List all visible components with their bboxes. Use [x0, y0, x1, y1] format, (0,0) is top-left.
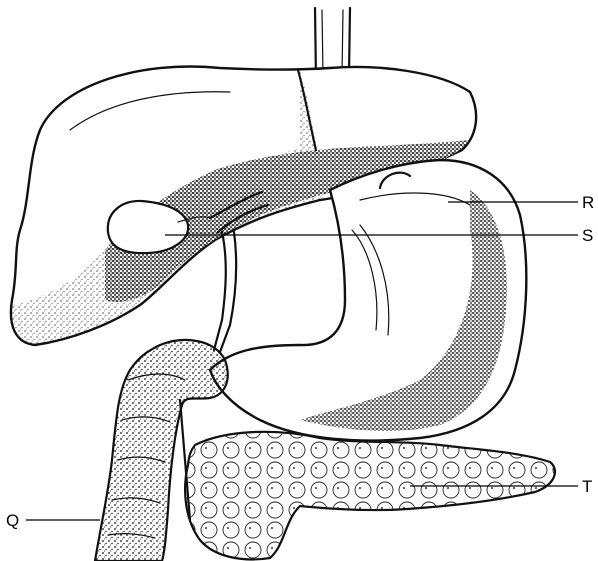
- label-q: Q: [6, 511, 19, 530]
- pancreas: [185, 432, 555, 560]
- label-t: T: [582, 477, 592, 496]
- label-r: R: [582, 193, 594, 212]
- label-s: S: [582, 226, 593, 245]
